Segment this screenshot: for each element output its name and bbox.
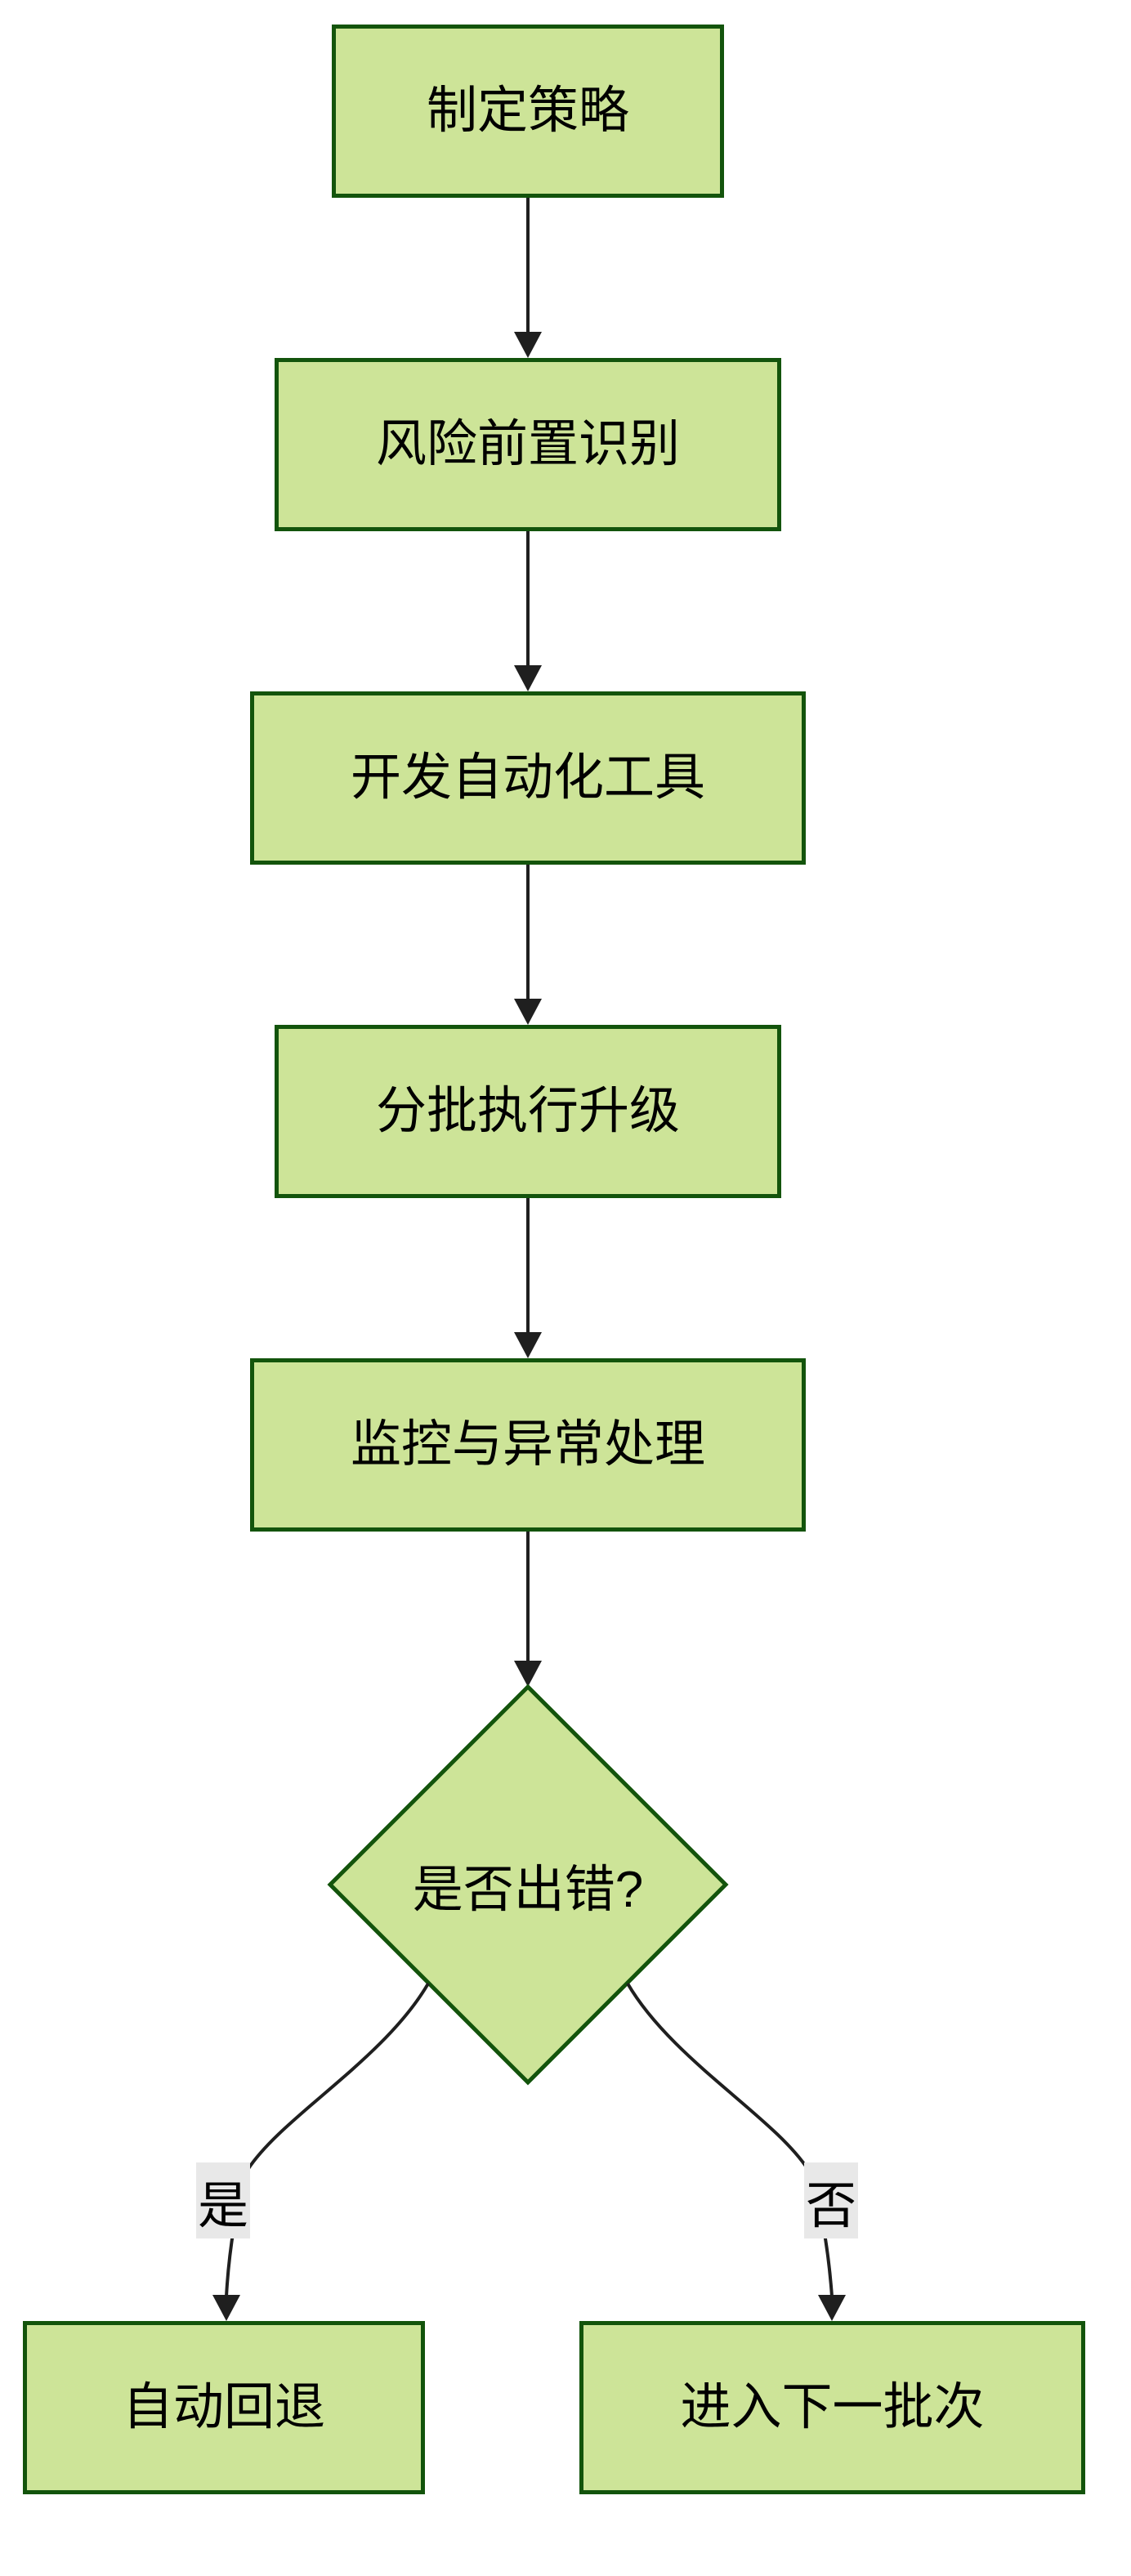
arrow-a-b [514, 198, 542, 358]
node-define-strategy: 制定策略 [332, 25, 724, 198]
edge-label-no: 否 [804, 2162, 858, 2238]
decision-is-error-label: 是否出错? [412, 1862, 644, 1918]
arrow-f-g [212, 1982, 430, 2321]
arrow-b-c [514, 531, 542, 691]
arrow-c-d [514, 865, 542, 1025]
node-enter-next-batch: 进入下一批次 [579, 2321, 1085, 2494]
node-develop-automation-tools: 开发自动化工具 [250, 691, 806, 865]
decision-diamond-shape [327, 1684, 729, 2086]
arrow-d-e [514, 1198, 542, 1358]
node-risk-pre-identification: 风险前置识别 [275, 358, 781, 531]
node-monitoring-exception-handling: 监控与异常处理 [250, 1358, 806, 1532]
node-auto-rollback: 自动回退 [23, 2321, 425, 2494]
node-batch-upgrade-execution: 分批执行升级 [275, 1025, 781, 1198]
arrow-e-f [514, 1532, 542, 1687]
edge-label-yes: 是 [196, 2162, 250, 2238]
arrow-f-h [626, 1982, 846, 2321]
